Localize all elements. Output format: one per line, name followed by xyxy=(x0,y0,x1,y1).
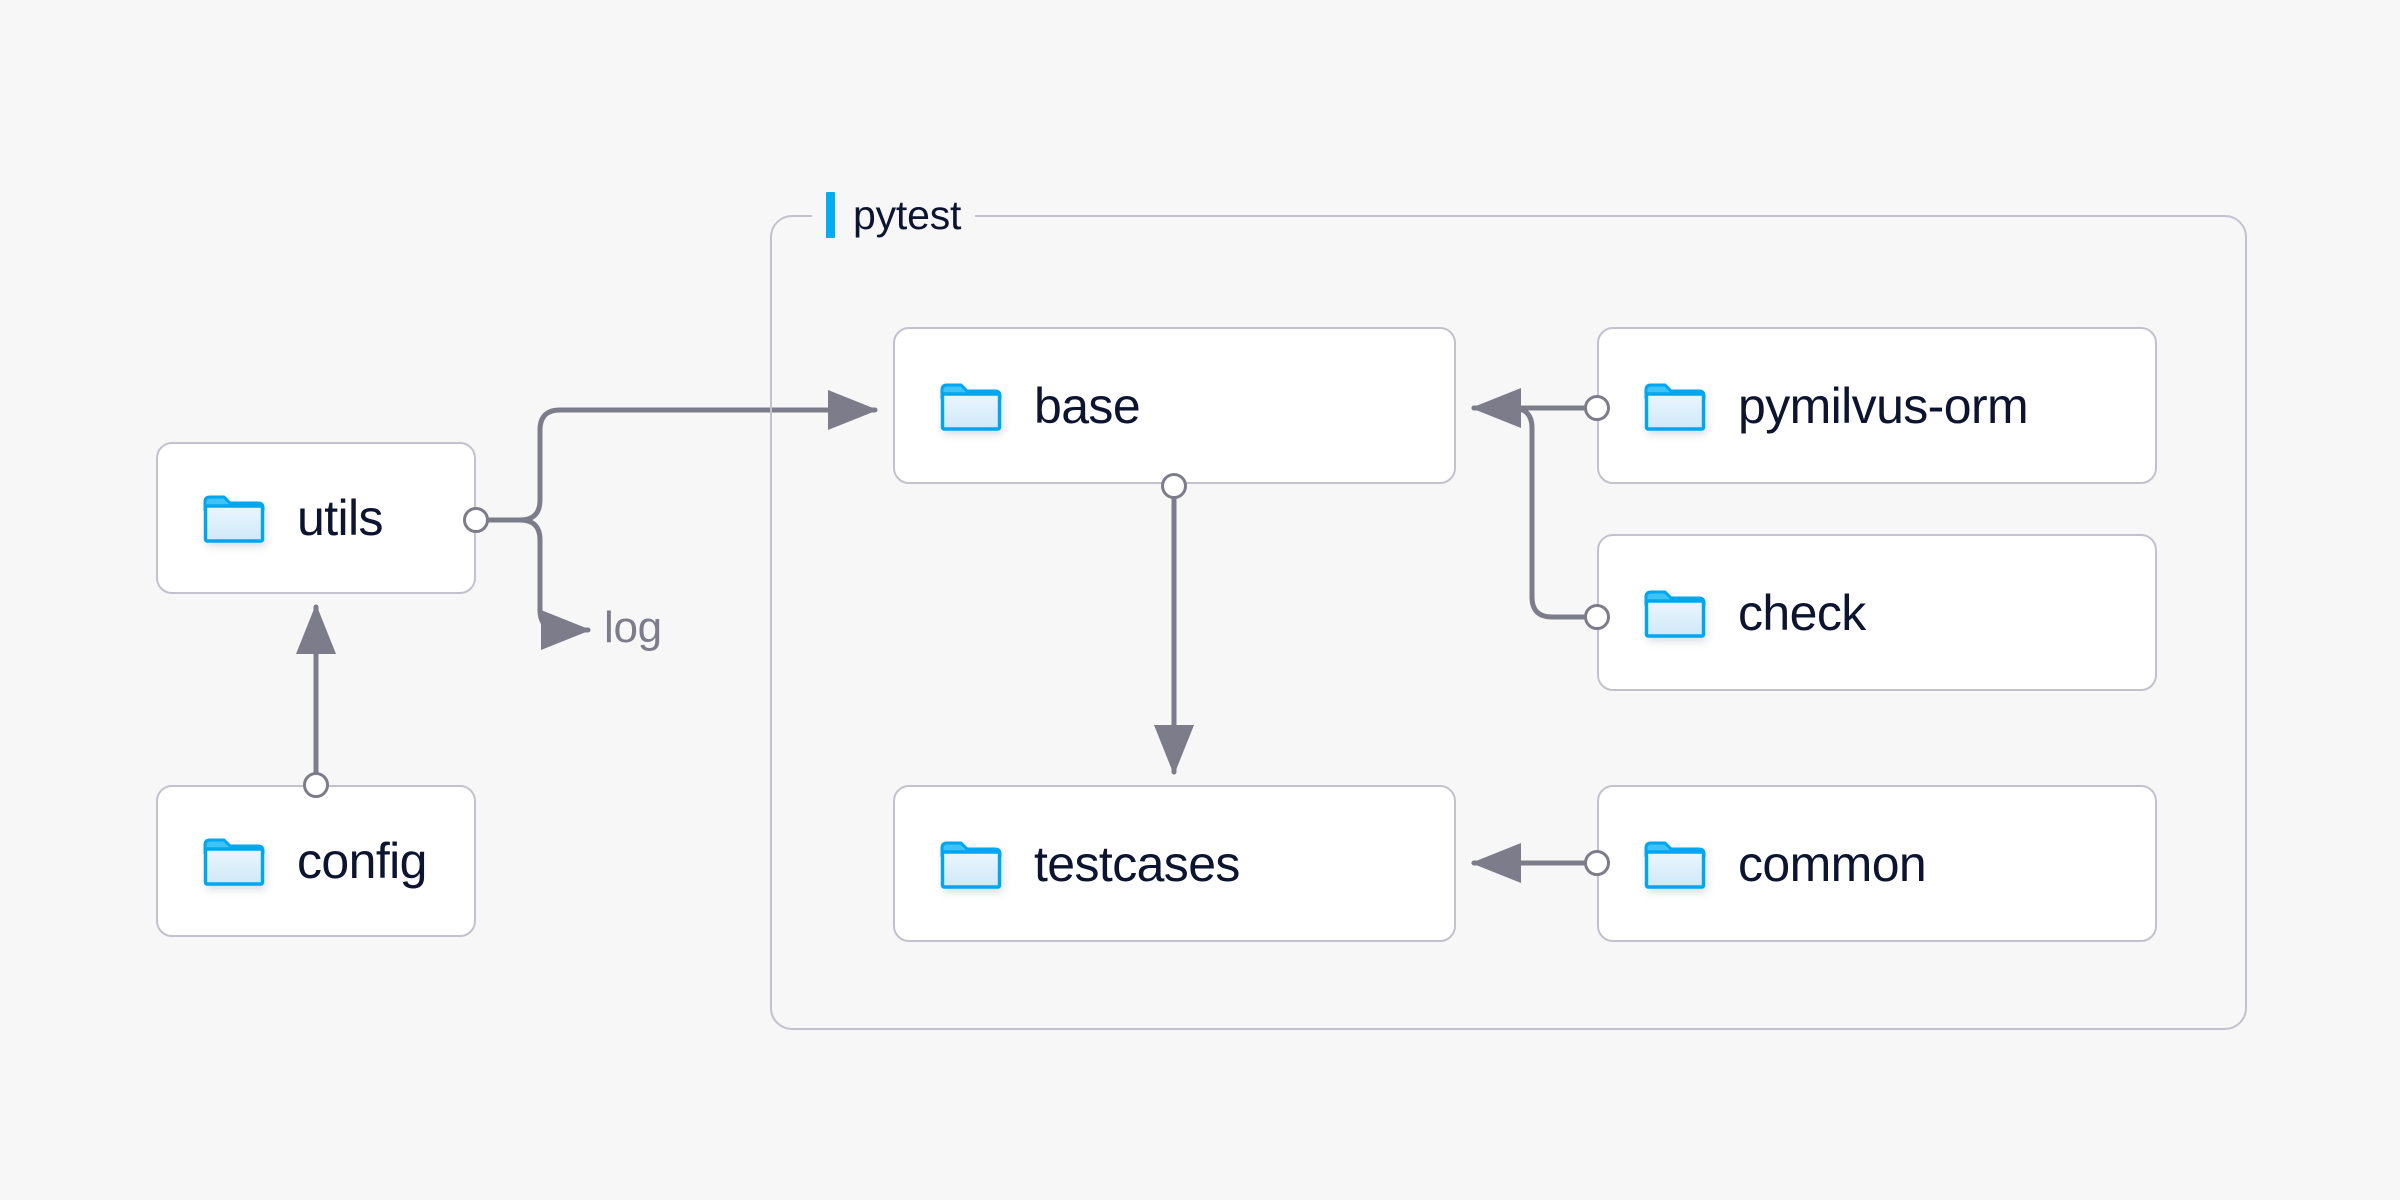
folder-icon xyxy=(1644,380,1706,432)
node-label-utils: utils xyxy=(297,490,384,546)
port-pymilvus-left[interactable] xyxy=(1584,395,1610,421)
group-title-text: pytest xyxy=(853,191,962,238)
port-check-left[interactable] xyxy=(1584,604,1610,630)
node-label-config: config xyxy=(297,833,427,889)
node-check[interactable]: check xyxy=(1597,534,2157,691)
label-log: log xyxy=(604,603,662,652)
node-label-testcases: testcases xyxy=(1034,835,1240,892)
node-label-pymilvus-orm: pymilvus-orm xyxy=(1738,377,2029,434)
node-utils[interactable]: utils xyxy=(156,442,476,594)
port-utils-right[interactable] xyxy=(463,507,489,533)
node-label-base: base xyxy=(1034,377,1141,434)
folder-icon xyxy=(203,492,265,544)
folder-icon xyxy=(940,838,1002,890)
accent-bar-icon xyxy=(826,192,835,238)
folder-icon xyxy=(1644,587,1706,639)
node-label-common: common xyxy=(1738,835,1927,892)
node-config[interactable]: config xyxy=(156,785,476,937)
pytest-group-container[interactable] xyxy=(770,215,2247,1030)
folder-icon xyxy=(1644,838,1706,890)
folder-icon xyxy=(940,380,1002,432)
folder-icon xyxy=(203,835,265,887)
pytest-group-label: pytest xyxy=(812,187,976,243)
port-config-top[interactable] xyxy=(303,772,329,798)
edge-utils-log xyxy=(486,517,592,650)
node-label-check: check xyxy=(1738,584,1866,641)
node-base[interactable]: base xyxy=(893,327,1456,484)
port-base-bottom[interactable] xyxy=(1161,473,1187,499)
node-common[interactable]: common xyxy=(1597,785,2157,942)
port-common-left[interactable] xyxy=(1584,850,1610,876)
node-pymilvus-orm[interactable]: pymilvus-orm xyxy=(1597,327,2157,484)
node-testcases[interactable]: testcases xyxy=(893,785,1456,942)
